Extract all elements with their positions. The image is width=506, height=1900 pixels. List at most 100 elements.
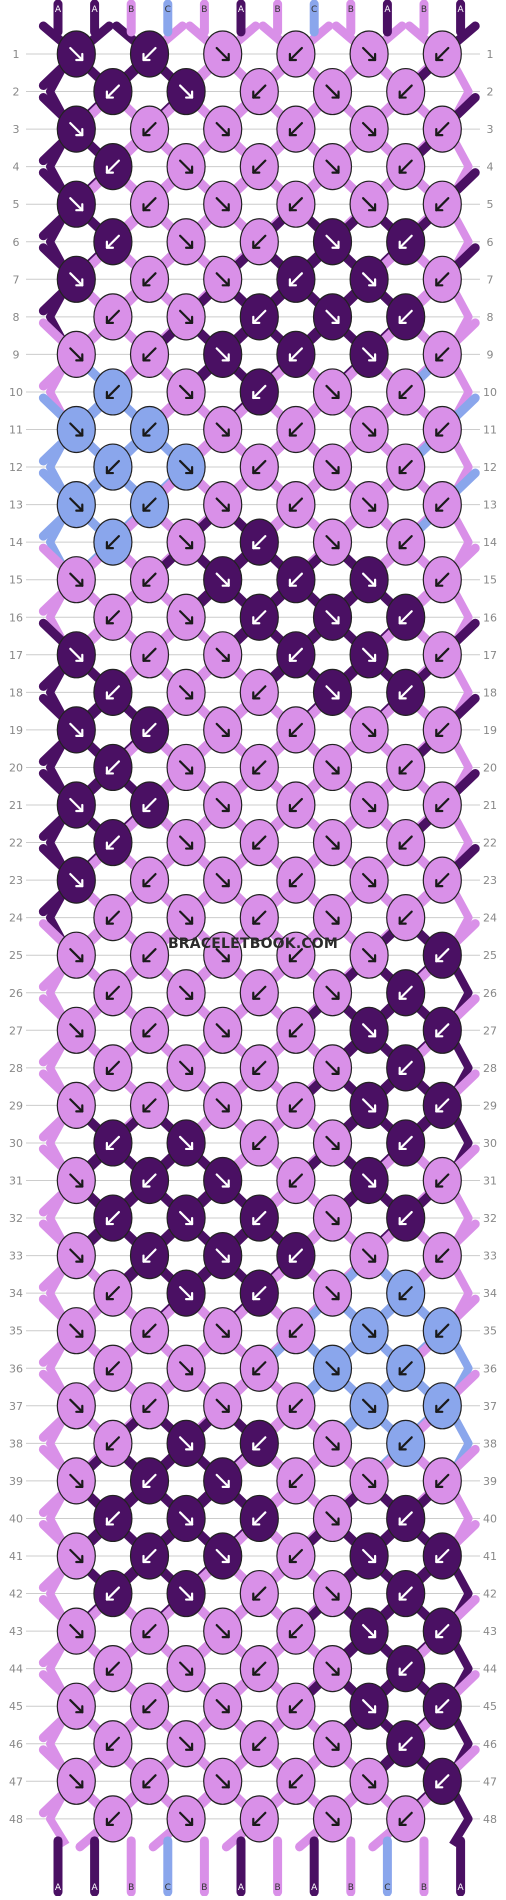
row-number-right: 31 bbox=[483, 1175, 497, 1188]
knot-arrow bbox=[398, 1060, 413, 1075]
row-number-right: 45 bbox=[483, 1700, 497, 1713]
knot-arrow bbox=[362, 1173, 377, 1188]
knot-arrow bbox=[215, 272, 230, 287]
knot-arrowhead bbox=[221, 803, 230, 813]
row-number-left: 23 bbox=[9, 874, 23, 887]
knot-arrowhead bbox=[368, 353, 377, 362]
knot-arrow bbox=[69, 1774, 84, 1789]
knot-arrow bbox=[179, 835, 194, 850]
row-number-left: 2 bbox=[13, 86, 20, 99]
knot-arrowhead bbox=[221, 353, 230, 362]
knot-arrowhead bbox=[331, 1517, 340, 1526]
knot-arrowhead bbox=[288, 878, 297, 888]
row-number-right: 34 bbox=[483, 1287, 497, 1300]
knot-arrow bbox=[69, 1398, 84, 1413]
row-number-left: 9 bbox=[13, 348, 20, 361]
string-label-top: A bbox=[92, 5, 99, 15]
knot-arrowhead bbox=[185, 691, 194, 700]
knot-arrowhead bbox=[368, 1479, 377, 1489]
knot-arrowhead bbox=[221, 1329, 230, 1338]
knot-arrow bbox=[105, 1811, 121, 1826]
knot-arrow bbox=[325, 685, 340, 700]
knot-arrow bbox=[142, 1548, 157, 1564]
knot-arrowhead bbox=[331, 315, 340, 324]
knot-arrowhead bbox=[221, 1629, 230, 1639]
knot-arrow bbox=[252, 1135, 267, 1151]
row-number-right: 42 bbox=[483, 1588, 497, 1601]
knot-arrowhead bbox=[368, 428, 377, 437]
knot-arrow bbox=[325, 1361, 340, 1376]
knot-arrowhead bbox=[252, 1216, 261, 1226]
knot-arrow bbox=[142, 121, 157, 137]
knot-arrowhead bbox=[331, 165, 340, 174]
knot-arrow bbox=[362, 797, 377, 813]
knot-arrow bbox=[398, 1661, 413, 1676]
knot-arrowhead bbox=[221, 1479, 230, 1489]
row-number-left: 28 bbox=[9, 1062, 23, 1075]
knot-arrowhead bbox=[75, 653, 84, 662]
knot-arrow bbox=[398, 459, 413, 475]
knot-arrowhead bbox=[435, 803, 444, 813]
knot-arrowhead bbox=[185, 1592, 194, 1601]
knot-arrow bbox=[142, 422, 157, 437]
knot-arrow bbox=[105, 910, 121, 925]
row-number-right: 2 bbox=[487, 86, 494, 99]
knot-arrow bbox=[288, 46, 303, 62]
knot-arrow bbox=[435, 347, 450, 362]
knot-arrowhead bbox=[75, 353, 84, 362]
knot-arrowhead bbox=[331, 616, 340, 625]
knot-arrowhead bbox=[252, 90, 261, 99]
knot-arrowhead bbox=[252, 165, 261, 174]
knot-arrow bbox=[325, 610, 340, 625]
knot-arrow bbox=[179, 760, 194, 775]
row-number-left: 19 bbox=[9, 724, 23, 737]
knot-arrow bbox=[362, 121, 377, 137]
row-number-right: 17 bbox=[483, 649, 497, 662]
knot-arrow bbox=[142, 1248, 157, 1263]
row-number-right: 15 bbox=[483, 574, 497, 587]
knot-arrowhead bbox=[221, 1780, 230, 1789]
knot-arrow bbox=[69, 1098, 84, 1113]
row-number-right: 11 bbox=[483, 424, 497, 437]
knot-arrow bbox=[398, 535, 413, 550]
knot-arrowhead bbox=[288, 803, 297, 813]
string-label-bottom: B bbox=[421, 1883, 427, 1893]
knot-arrow bbox=[362, 1699, 377, 1714]
knot-arrowhead bbox=[142, 1029, 151, 1038]
knot-arrow bbox=[215, 1473, 230, 1489]
knot-arrowhead bbox=[142, 1479, 151, 1489]
knot-arrowhead bbox=[368, 878, 377, 888]
knot-arrowhead bbox=[331, 1066, 340, 1075]
knot-arrowhead bbox=[142, 203, 151, 212]
knot-arrow bbox=[142, 797, 157, 813]
knot-arrow bbox=[435, 1774, 450, 1789]
knot-arrowhead bbox=[105, 1141, 115, 1151]
knot-arrow bbox=[288, 1699, 303, 1714]
row-number-right: 29 bbox=[483, 1099, 497, 1112]
row-number-left: 17 bbox=[9, 649, 23, 662]
knot-arrowhead bbox=[368, 1179, 377, 1188]
knot-arrowhead bbox=[105, 240, 115, 249]
knot-arrowhead bbox=[185, 1517, 194, 1526]
knot-arrow bbox=[435, 797, 450, 813]
row-number-right: 41 bbox=[483, 1550, 497, 1563]
knot-arrow bbox=[398, 159, 413, 174]
knot-arrow bbox=[142, 722, 157, 738]
knot-arrowhead bbox=[368, 203, 377, 212]
knot-arrowhead bbox=[142, 52, 151, 62]
knot-arrowhead bbox=[185, 1817, 194, 1826]
knot-arrowhead bbox=[435, 1029, 444, 1038]
knot-arrow bbox=[362, 272, 377, 287]
row-number-right: 19 bbox=[483, 724, 497, 737]
knot-arrow bbox=[252, 1736, 267, 1751]
knot-arrowhead bbox=[185, 1066, 194, 1075]
knot-arrow bbox=[252, 535, 267, 550]
knot-arrowhead bbox=[252, 616, 261, 625]
string-label-top: C bbox=[165, 5, 171, 15]
knot-arrowhead bbox=[252, 1066, 261, 1075]
knot-arrow bbox=[325, 910, 340, 925]
knot-arrowhead bbox=[288, 353, 297, 362]
knot-arrow bbox=[362, 872, 377, 888]
knot-arrow bbox=[105, 1586, 121, 1601]
